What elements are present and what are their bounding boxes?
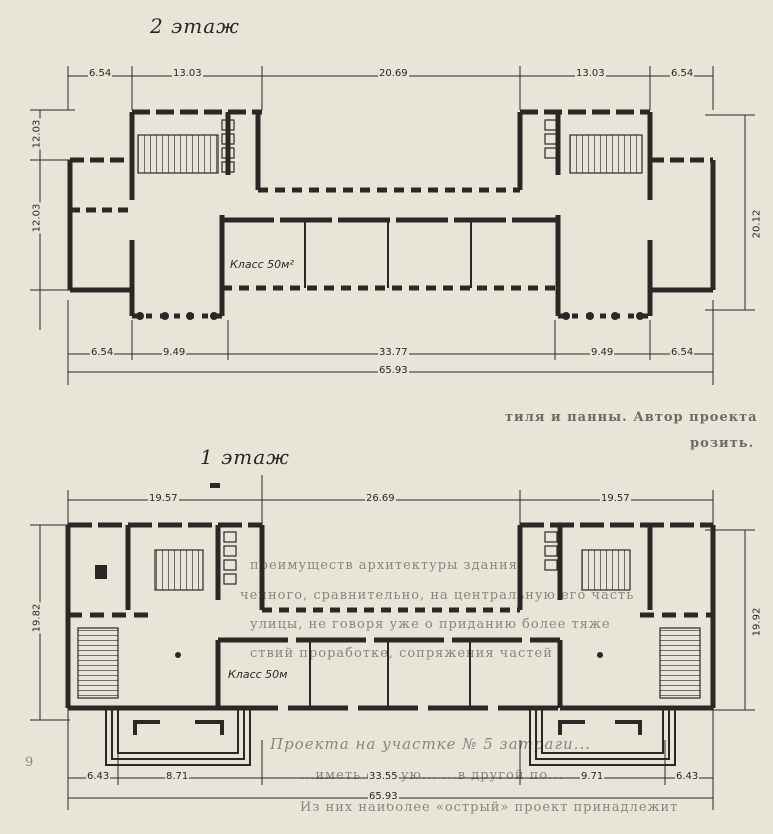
- floor1-features: [95, 483, 603, 658]
- floor2-dim-top-5: 6.54: [670, 68, 695, 80]
- floor2-dim-top-3: 20.69: [378, 68, 409, 80]
- bg-text-para7: Из них наиболее «острый» проект принадле…: [300, 800, 679, 815]
- floor1-right-wc: [544, 531, 558, 571]
- floor1-title: 1 этаж: [200, 445, 290, 469]
- floor1-right-stairs: [581, 549, 631, 591]
- bg-text-para5: Проекта на участке № 5 затраги...: [270, 735, 591, 753]
- floor1-walls: [65, 522, 716, 711]
- floor2-dim-left-b: 12.03: [31, 202, 44, 234]
- floor2-dim-bottom-3: 33.77: [378, 347, 409, 359]
- floor1-dim-bottom-3: 33.55: [368, 771, 399, 783]
- bg-text-para3: улицы, не говоря уже о приданию более тя…: [250, 617, 611, 632]
- floor1-class-label: Класс 50м: [228, 668, 288, 681]
- floor1-dim-right: 19.92: [751, 606, 764, 638]
- floor2-dim-top-2: 13.03: [172, 68, 203, 80]
- bg-text-para6: ...иметь острую... ...в другой по...: [300, 768, 564, 783]
- floor2-walls: [67, 109, 716, 319]
- floor1-dim-top-2: 26.69: [365, 493, 396, 505]
- floor2-dim-bottom-5: 6.54: [670, 347, 695, 359]
- floor1-dim-bottom-5: 6.43: [675, 771, 700, 783]
- floor2-dim-right: 20.12: [751, 208, 764, 240]
- floor1-dim-total: 65.93: [368, 791, 399, 803]
- floor1-left-cloakroom: [77, 627, 119, 699]
- floor1-dim-bottom-2: 8.71: [165, 771, 190, 783]
- floor1-dim-left: 19.82: [31, 602, 44, 634]
- floor1-left-porch: [105, 708, 251, 766]
- margin-mark: 9: [25, 755, 35, 770]
- floor1-right-cloakroom: [659, 627, 701, 699]
- floor2-dim-top-1: 6.54: [88, 68, 113, 80]
- floor1-porch-benches: [133, 720, 642, 735]
- floor2-left-wc: [221, 119, 235, 173]
- floor2-dim-top-4: 13.03: [575, 68, 606, 80]
- floor2-dim-bottom-2: 9.49: [162, 347, 187, 359]
- bg-text-line2: розить.: [690, 436, 755, 451]
- floor2-right-stairs: [569, 134, 643, 174]
- bg-text-para2: ченного, сравнительно, на центральную ег…: [240, 588, 635, 603]
- floor1-dim-bottom-1: 6.43: [86, 771, 111, 783]
- floor2-dim-bottom-4: 9.49: [590, 347, 615, 359]
- floor1-dim-bottom-4: 9.71: [580, 771, 605, 783]
- bg-text-para1: преимуществ архитектуры здания: [250, 558, 518, 573]
- floor1-right-porch: [529, 708, 676, 766]
- floor2-left-stairs: [137, 134, 219, 174]
- floor1-left-stairs: [154, 549, 204, 591]
- floor1-left-wc: [223, 531, 237, 585]
- floor2-class-label: Класс 50м²: [230, 258, 294, 271]
- floor2-columns: [136, 312, 644, 320]
- floor2-dim-bottom-1: 6.54: [90, 347, 115, 359]
- floor1-dim-top-1: 19.57: [148, 493, 179, 505]
- floor2-dim-left-a: 12.03: [31, 118, 44, 150]
- bg-text-para4: ствий проработке, сопряжения частей: [250, 646, 553, 661]
- floor2-right-wc: [544, 119, 558, 159]
- floor2-dim-total: 65.93: [378, 365, 409, 377]
- floor2-title: 2 этаж: [150, 14, 240, 38]
- bg-text-line1: тиля и панны. Автор проекта: [505, 410, 758, 425]
- floor1-dim-top-3: 19.57: [600, 493, 631, 505]
